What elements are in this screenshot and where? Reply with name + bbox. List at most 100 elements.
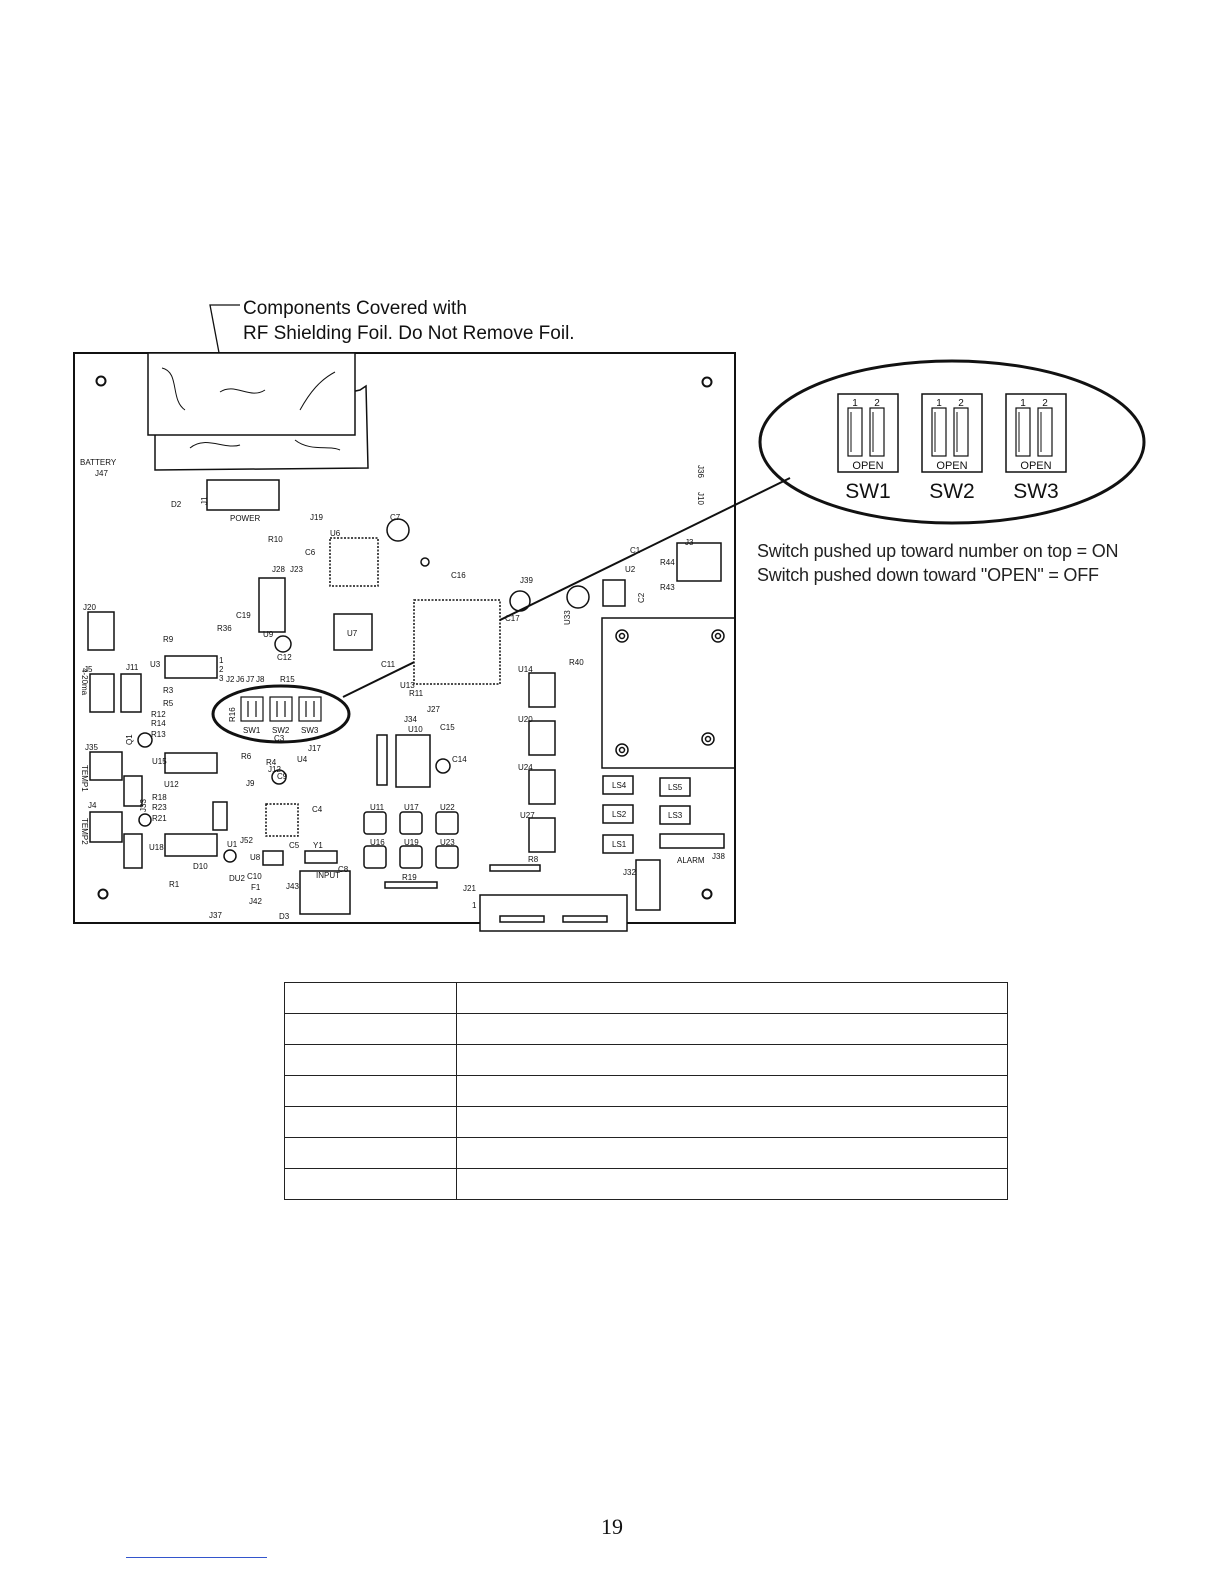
label-one: 1 (472, 901, 477, 910)
label-u9: U9 (263, 630, 274, 639)
label-u19: U19 (404, 838, 419, 847)
label-j38: J38 (712, 852, 725, 861)
table-cell (456, 1168, 1008, 1200)
label-alarm: ALARM (677, 856, 705, 865)
zoom-sw1-pos1: 1 (852, 398, 858, 409)
label-c9: C9 (277, 772, 288, 781)
label-j9: J9 (246, 779, 255, 788)
table-row (284, 1106, 1008, 1138)
label-j27: J27 (427, 705, 440, 714)
capacitors (137, 518, 590, 863)
callout-leader (209, 304, 240, 359)
label-input: INPUT (316, 871, 340, 880)
label-c17: C17 (505, 614, 520, 623)
label-j23: J23 (290, 565, 303, 574)
label-j1: J1 (200, 496, 209, 505)
label-c11: C11 (381, 660, 396, 669)
switch-highlight-ellipse (211, 684, 351, 744)
rf-foil-callout: Components Covered with RF Shielding Foi… (243, 296, 575, 346)
label-u12: U12 (164, 780, 179, 789)
label-d10: D10 (193, 862, 208, 871)
mounting-holes (95, 375, 713, 900)
label-j37: J37 (209, 911, 222, 920)
label-ls3: LS3 (668, 811, 683, 820)
circuit-board-diagram: 1 2 OPEN SW1 1 2 OPEN SW2 1 2 OPEN SW3 (73, 304, 1146, 932)
ic-chips (87, 479, 725, 932)
label-r1: R1 (169, 880, 180, 889)
zoom-sw3-open-label: OPEN (1020, 460, 1051, 472)
label-c3: C3 (274, 734, 285, 743)
label-j34: J34 (404, 715, 417, 724)
table-row (284, 1044, 1008, 1076)
label-c16: C16 (451, 571, 466, 580)
label-j4: J4 (88, 801, 97, 810)
zoom-sw1-pos2: 2 (874, 398, 880, 409)
label-u14: U14 (518, 665, 533, 674)
zoom-sw2-pos1: 1 (936, 398, 942, 409)
label-r5: R5 (163, 699, 174, 708)
label-n1: 1 (219, 656, 224, 665)
board-rotated-labels: 4-20ma TEMP1 TEMP2 Q1 R16 J33 U33 C2 J1 … (80, 465, 705, 845)
switch-settings-table (284, 982, 1008, 1200)
label-j8: J8 (256, 675, 265, 684)
zoom-switch-sw3: 1 2 OPEN SW3 (1005, 393, 1067, 503)
table-cell (284, 1044, 457, 1076)
label-u16: U16 (370, 838, 385, 847)
label-r14: R14 (151, 719, 166, 728)
zoom-sw1-name: SW1 (845, 480, 891, 503)
label-temp1: TEMP1 (80, 765, 89, 792)
label-c5: C5 (289, 841, 300, 850)
table-row (284, 1075, 1008, 1107)
table-cell (284, 1106, 457, 1138)
table-row (284, 1168, 1008, 1200)
switch-note-on: Switch pushed up toward number on top = … (757, 541, 1119, 561)
table-cell (284, 1013, 457, 1045)
label-r3: R3 (163, 686, 174, 695)
page-number: 19 (601, 1514, 623, 1539)
footnote-rule (126, 1557, 267, 1558)
label-c15: C15 (440, 723, 455, 732)
table-cell (456, 1075, 1008, 1107)
label-j12: J12 (268, 765, 281, 774)
label-r11: R11 (409, 689, 424, 698)
label-r21: R21 (152, 814, 167, 823)
label-r23: R23 (152, 803, 167, 812)
label-u22: U22 (440, 803, 455, 812)
zoom-sw2-pos2: 2 (958, 398, 964, 409)
label-j7: J7 (246, 675, 255, 684)
label-u18: U18 (149, 843, 164, 852)
label-c7: C7 (390, 513, 401, 522)
zoom-sw3-pos1: 1 (1020, 398, 1026, 409)
table-cell (456, 982, 1008, 1014)
label-d3: D3 (279, 912, 290, 921)
label-du2: DU2 (229, 874, 246, 883)
table-cell (284, 1137, 457, 1169)
label-u20: U20 (518, 715, 533, 724)
label-f1: F1 (251, 883, 261, 892)
label-r19: R19 (402, 873, 417, 882)
label-j52: J52 (240, 836, 253, 845)
label-r18: R18 (152, 793, 167, 802)
table-cell (456, 1044, 1008, 1076)
label-power: POWER (230, 514, 260, 523)
label-r12: R12 (151, 710, 166, 719)
label-sw1: SW1 (243, 726, 261, 735)
label-c2: C2 (637, 592, 646, 603)
label-r10: R10 (268, 535, 283, 544)
label-r8: R8 (528, 855, 539, 864)
label-ls4: LS4 (612, 781, 627, 790)
label-u11: U11 (370, 803, 385, 812)
label-j43: J43 (286, 882, 299, 891)
label-4-20ma: 4-20ma (80, 668, 89, 696)
label-ls1: LS1 (612, 840, 627, 849)
zoom-sw3-pos2: 2 (1042, 398, 1048, 409)
callout-line-1: Components Covered with (243, 298, 467, 319)
board-dip-switches (240, 696, 322, 722)
label-sw3: SW3 (301, 726, 319, 735)
label-j28: J28 (272, 565, 285, 574)
label-c14: C14 (452, 755, 467, 764)
label-temp2: TEMP2 (80, 818, 89, 845)
label-j21: J21 (463, 884, 476, 893)
label-u8: U8 (250, 853, 261, 862)
label-r40: R40 (569, 658, 584, 667)
